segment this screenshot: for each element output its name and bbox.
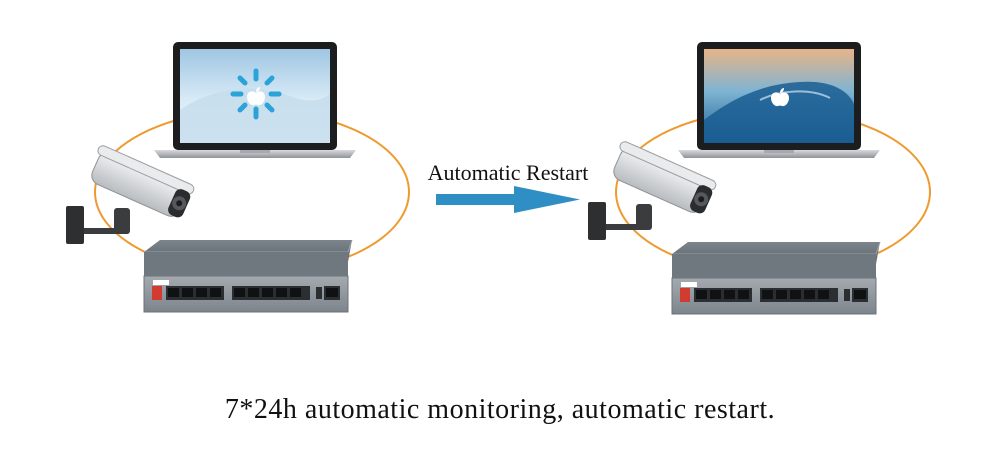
left-camera [65, 143, 196, 245]
right-scene [587, 42, 931, 315]
apple-logo-icon [771, 88, 789, 107]
apple-logo-icon [247, 87, 265, 106]
arrow-label: Automatic Restart [427, 160, 589, 185]
left-scene [65, 42, 410, 313]
right-poe-switch [671, 241, 881, 315]
caption: 7*24h automatic monitoring, automatic re… [224, 394, 776, 425]
restart-arrow [436, 186, 580, 213]
left-poe-switch [143, 239, 353, 313]
loading-spinner-icon [230, 68, 282, 120]
